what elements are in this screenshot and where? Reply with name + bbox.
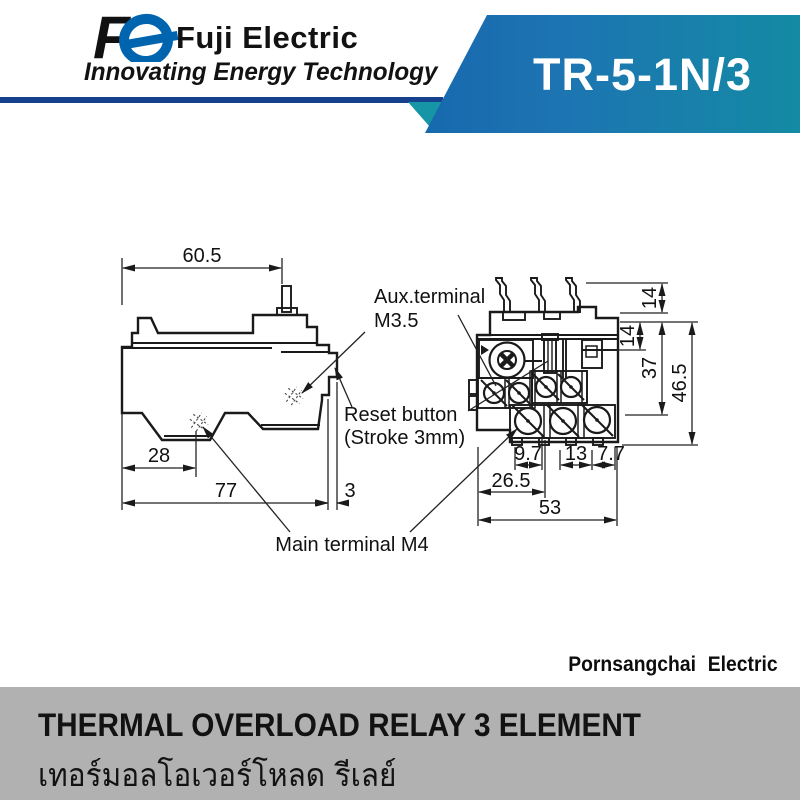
dim-front-p5: 53 xyxy=(539,497,561,519)
label-aux-size: M3.5 xyxy=(374,310,418,332)
fuji-electric-logo-icon: F xyxy=(93,10,179,62)
dim-side-overall-width: 77 xyxy=(215,480,237,502)
label-reset-button: Reset button xyxy=(344,404,457,426)
model-number: TR-5-1N/3 xyxy=(532,49,753,100)
dim-front-p4: 26.5 xyxy=(492,470,531,492)
dim-front-v1: 14 xyxy=(639,287,661,309)
dim-front-v2: 14 xyxy=(617,325,639,347)
front-view-drawing: 9.7 13 7.7 26.5 53 14 14 37 46.5 xyxy=(468,277,698,526)
brand-name: Fuji Electric xyxy=(176,20,359,55)
label-aux-terminal: Aux.terminal xyxy=(374,286,485,308)
footer-title-en: THERMAL OVERLOAD RELAY 3 ELEMENT xyxy=(38,707,641,743)
reset-button-front xyxy=(541,333,559,374)
model-banner: TR-5-1N/3 xyxy=(425,15,800,133)
dim-front-v4: 46.5 xyxy=(669,364,691,403)
dim-side-top-width: 60.5 xyxy=(183,245,222,267)
dim-front-p2: 13 xyxy=(565,443,587,465)
side-view-drawing: 60.5 28 77 3 xyxy=(120,245,356,510)
label-reset-stroke: (Stroke 3mm) xyxy=(344,427,465,449)
brand-tagline: Innovating Energy Technology xyxy=(84,58,438,86)
dim-front-v3: 37 xyxy=(639,357,661,379)
dim-front-p3: 7.7 xyxy=(597,443,625,465)
dim-front-p1: 9.7 xyxy=(514,443,542,465)
footer-title-thai: เทอร์มอลโอเวอร์โหลด รีเลย์ xyxy=(38,756,397,794)
dim-side-foot-width: 28 xyxy=(148,445,170,467)
aux-terminal-mark xyxy=(284,386,304,406)
relay-pins xyxy=(495,277,581,313)
main-terminal-row xyxy=(509,403,616,446)
main-terminal-mark xyxy=(189,412,209,432)
header-rule xyxy=(0,97,443,103)
footer-band xyxy=(0,687,800,800)
technical-drawing: 60.5 28 77 3 xyxy=(120,245,698,556)
aux-terminal-row xyxy=(477,370,588,409)
label-main-terminal: Main terminal M4 xyxy=(275,534,428,556)
dim-side-button-depth: 3 xyxy=(344,480,355,502)
callout-labels: Aux.terminal M3.5 Reset button (Stroke 3… xyxy=(202,286,549,556)
watermark-text: Pornsangchai Electric xyxy=(568,653,778,676)
